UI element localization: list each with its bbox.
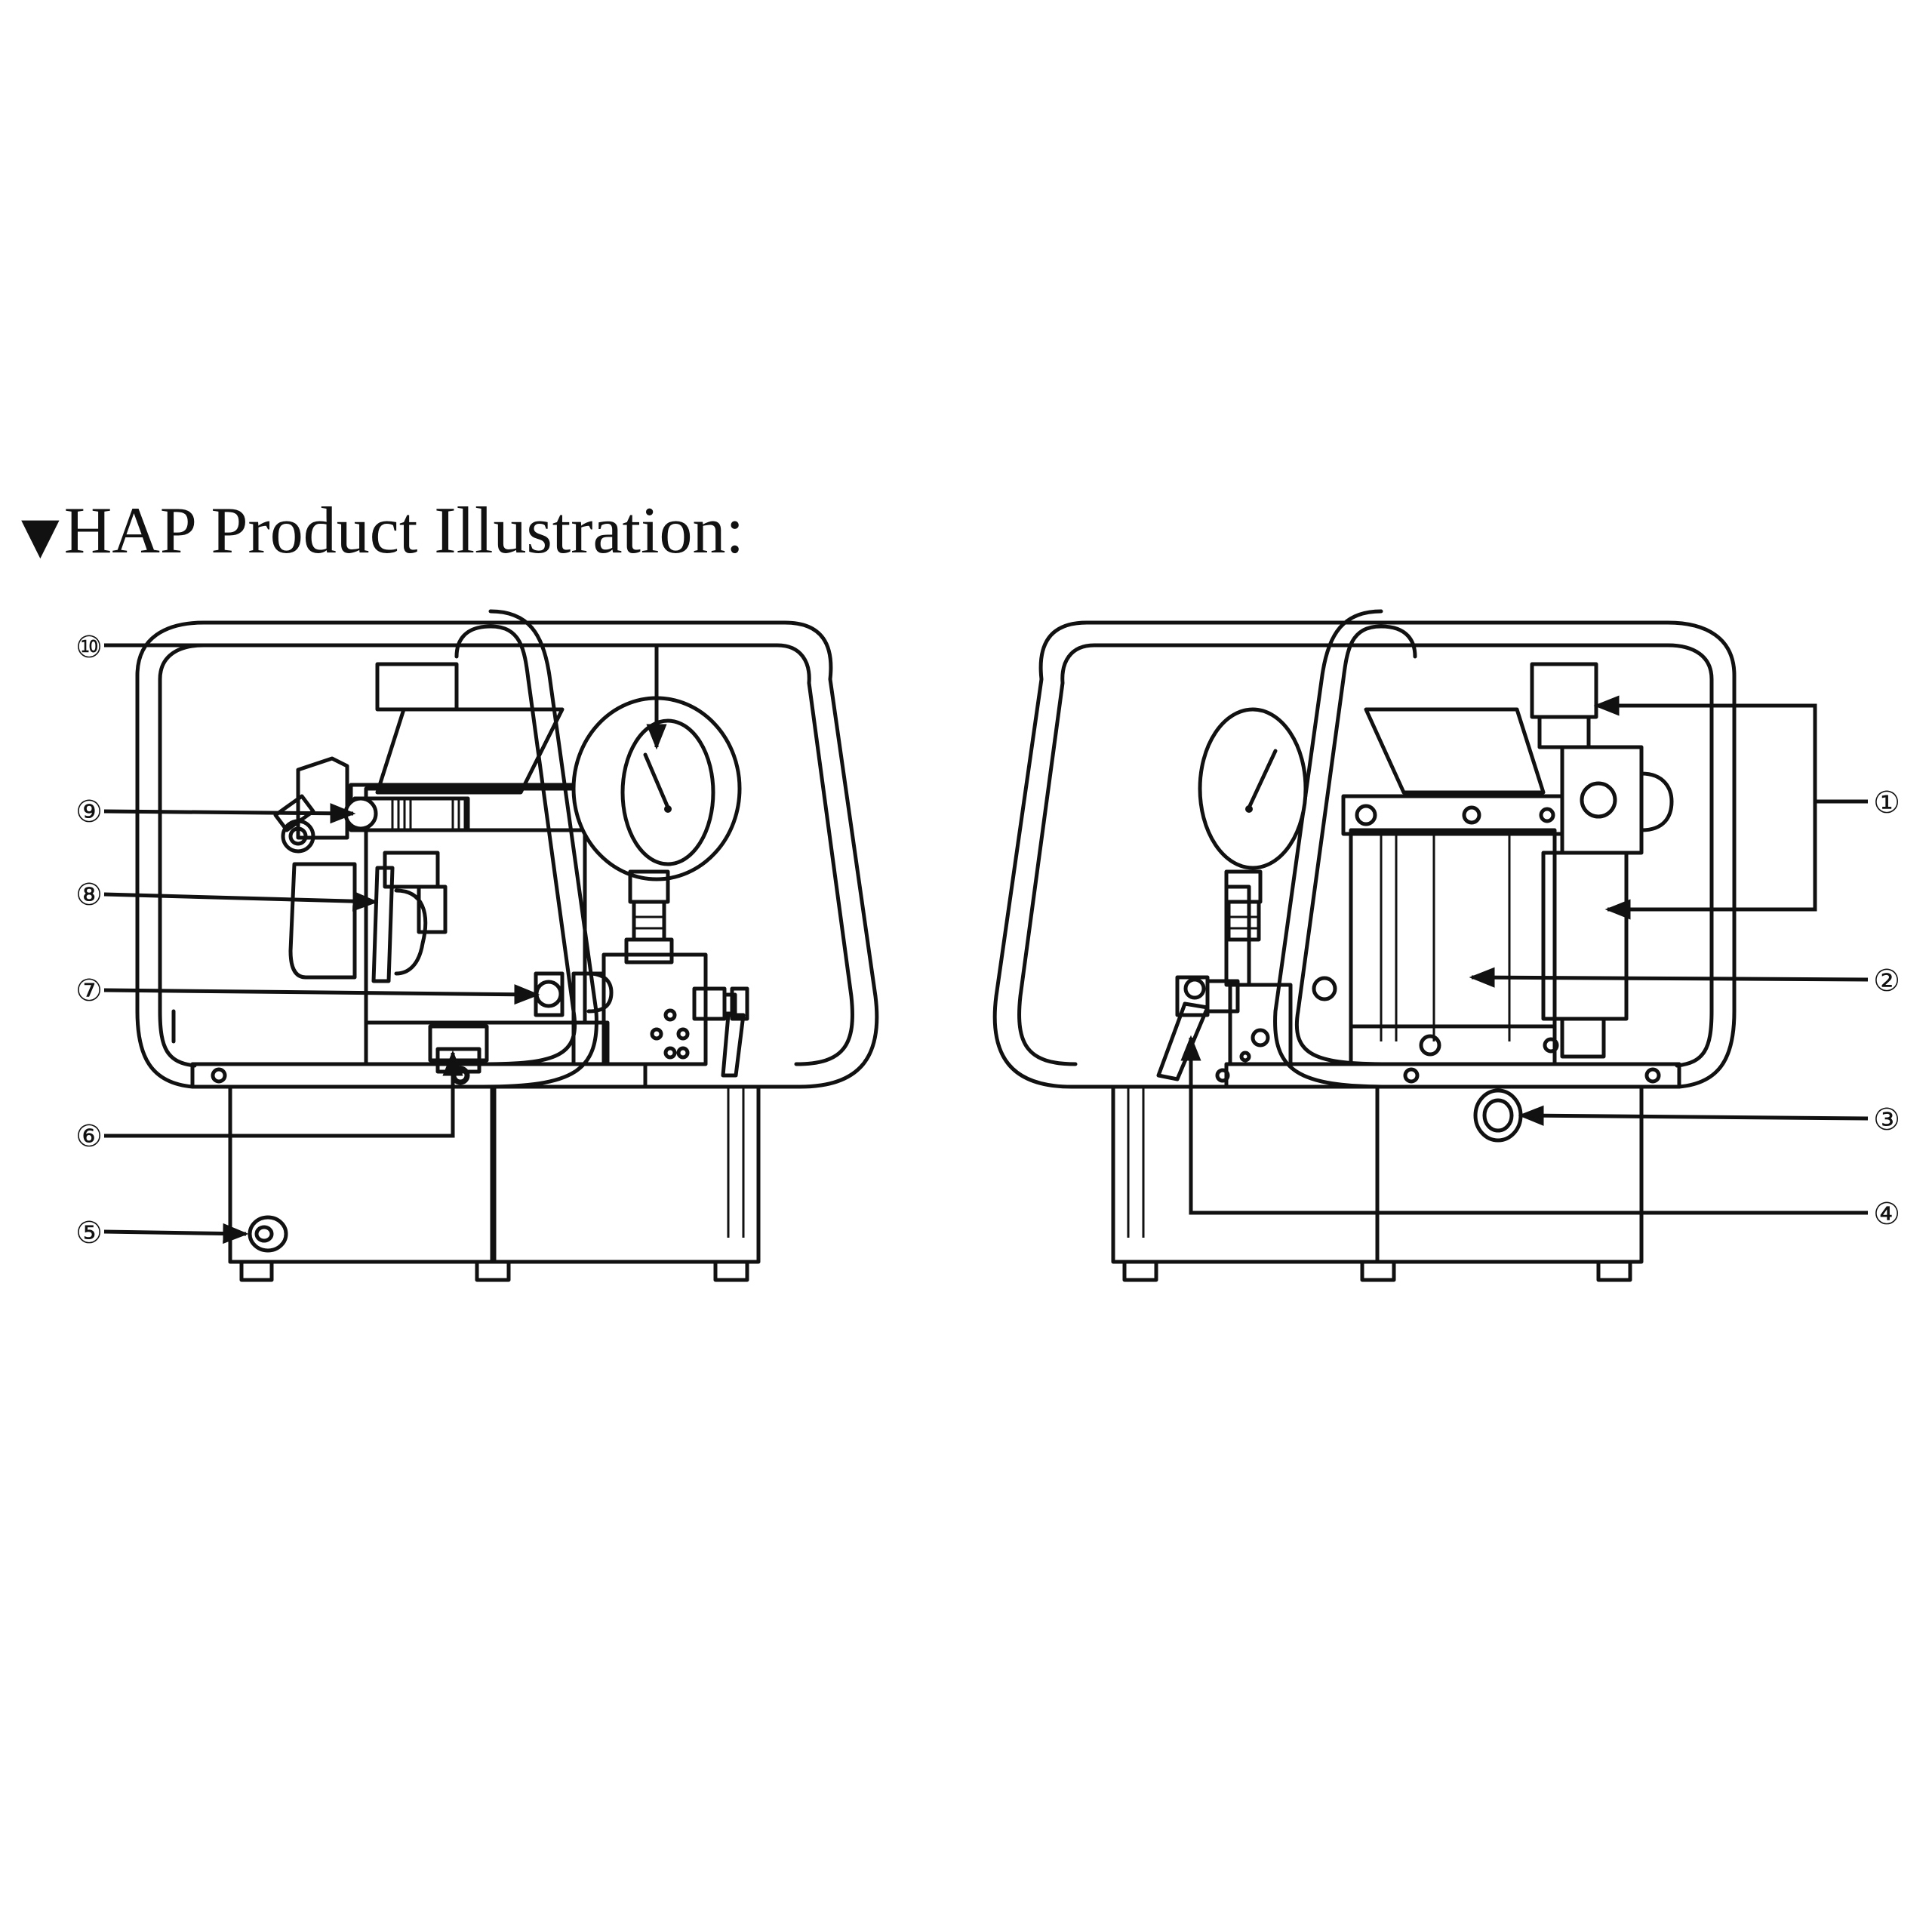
diagram-title: ▼HAP Product Illustration:	[21, 498, 744, 565]
callout-6: ⑥	[75, 1119, 103, 1154]
oil-drain-plug	[248, 1215, 288, 1253]
leader-2	[1469, 967, 1869, 988]
leader-1b	[1604, 801, 1817, 920]
left-view-pump	[135, 609, 879, 1282]
left-oil-tank	[228, 1084, 761, 1282]
oil-sight-glass	[1473, 1088, 1523, 1143]
left-base-plate	[190, 1062, 648, 1089]
callout-5: ⑤	[75, 1216, 103, 1251]
right-valve-block	[1156, 975, 1337, 1081]
callout-4: ④	[1873, 1197, 1900, 1232]
right-pressure-gauge	[1198, 707, 1308, 987]
lever-valve	[371, 851, 448, 983]
callout-9: ⑨	[75, 795, 103, 829]
left-roll-cage	[135, 620, 879, 1089]
callout-labels: ⑩ ⑨ ⑧ ⑦ ⑥ ⑤ ① ② ③ ④	[75, 630, 1900, 1251]
leader-3	[1518, 1105, 1869, 1126]
leader-6	[104, 1050, 463, 1138]
left-side-regulator	[273, 756, 357, 980]
callout-10: ⑩	[75, 630, 103, 665]
leader-5	[103, 1223, 249, 1244]
triangle-marker-icon: ▼	[21, 506, 60, 565]
right-roll-cage	[992, 620, 1737, 1089]
leader-9	[103, 803, 356, 824]
leader-8	[103, 891, 379, 912]
callout-2: ②	[1873, 964, 1900, 998]
diagram-title-text: HAP Product Illustration:	[63, 494, 744, 568]
motor-cylinder	[1341, 794, 1564, 1066]
leader-10	[104, 643, 667, 750]
directional-valve-block	[534, 952, 749, 1078]
leader-7	[103, 984, 540, 1005]
right-view-pump	[992, 609, 1737, 1282]
leader-1a	[1593, 695, 1868, 804]
callout-3: ③	[1873, 1103, 1900, 1137]
callout-7: ⑦	[75, 974, 103, 1008]
callout-8: ⑧	[75, 878, 103, 912]
air-filter-knob	[343, 796, 470, 832]
callout-1: ①	[1873, 786, 1900, 820]
air-filter-regulator	[1530, 662, 1674, 1059]
callout-leaders	[103, 643, 1869, 1244]
leader-4	[1180, 1035, 1868, 1215]
